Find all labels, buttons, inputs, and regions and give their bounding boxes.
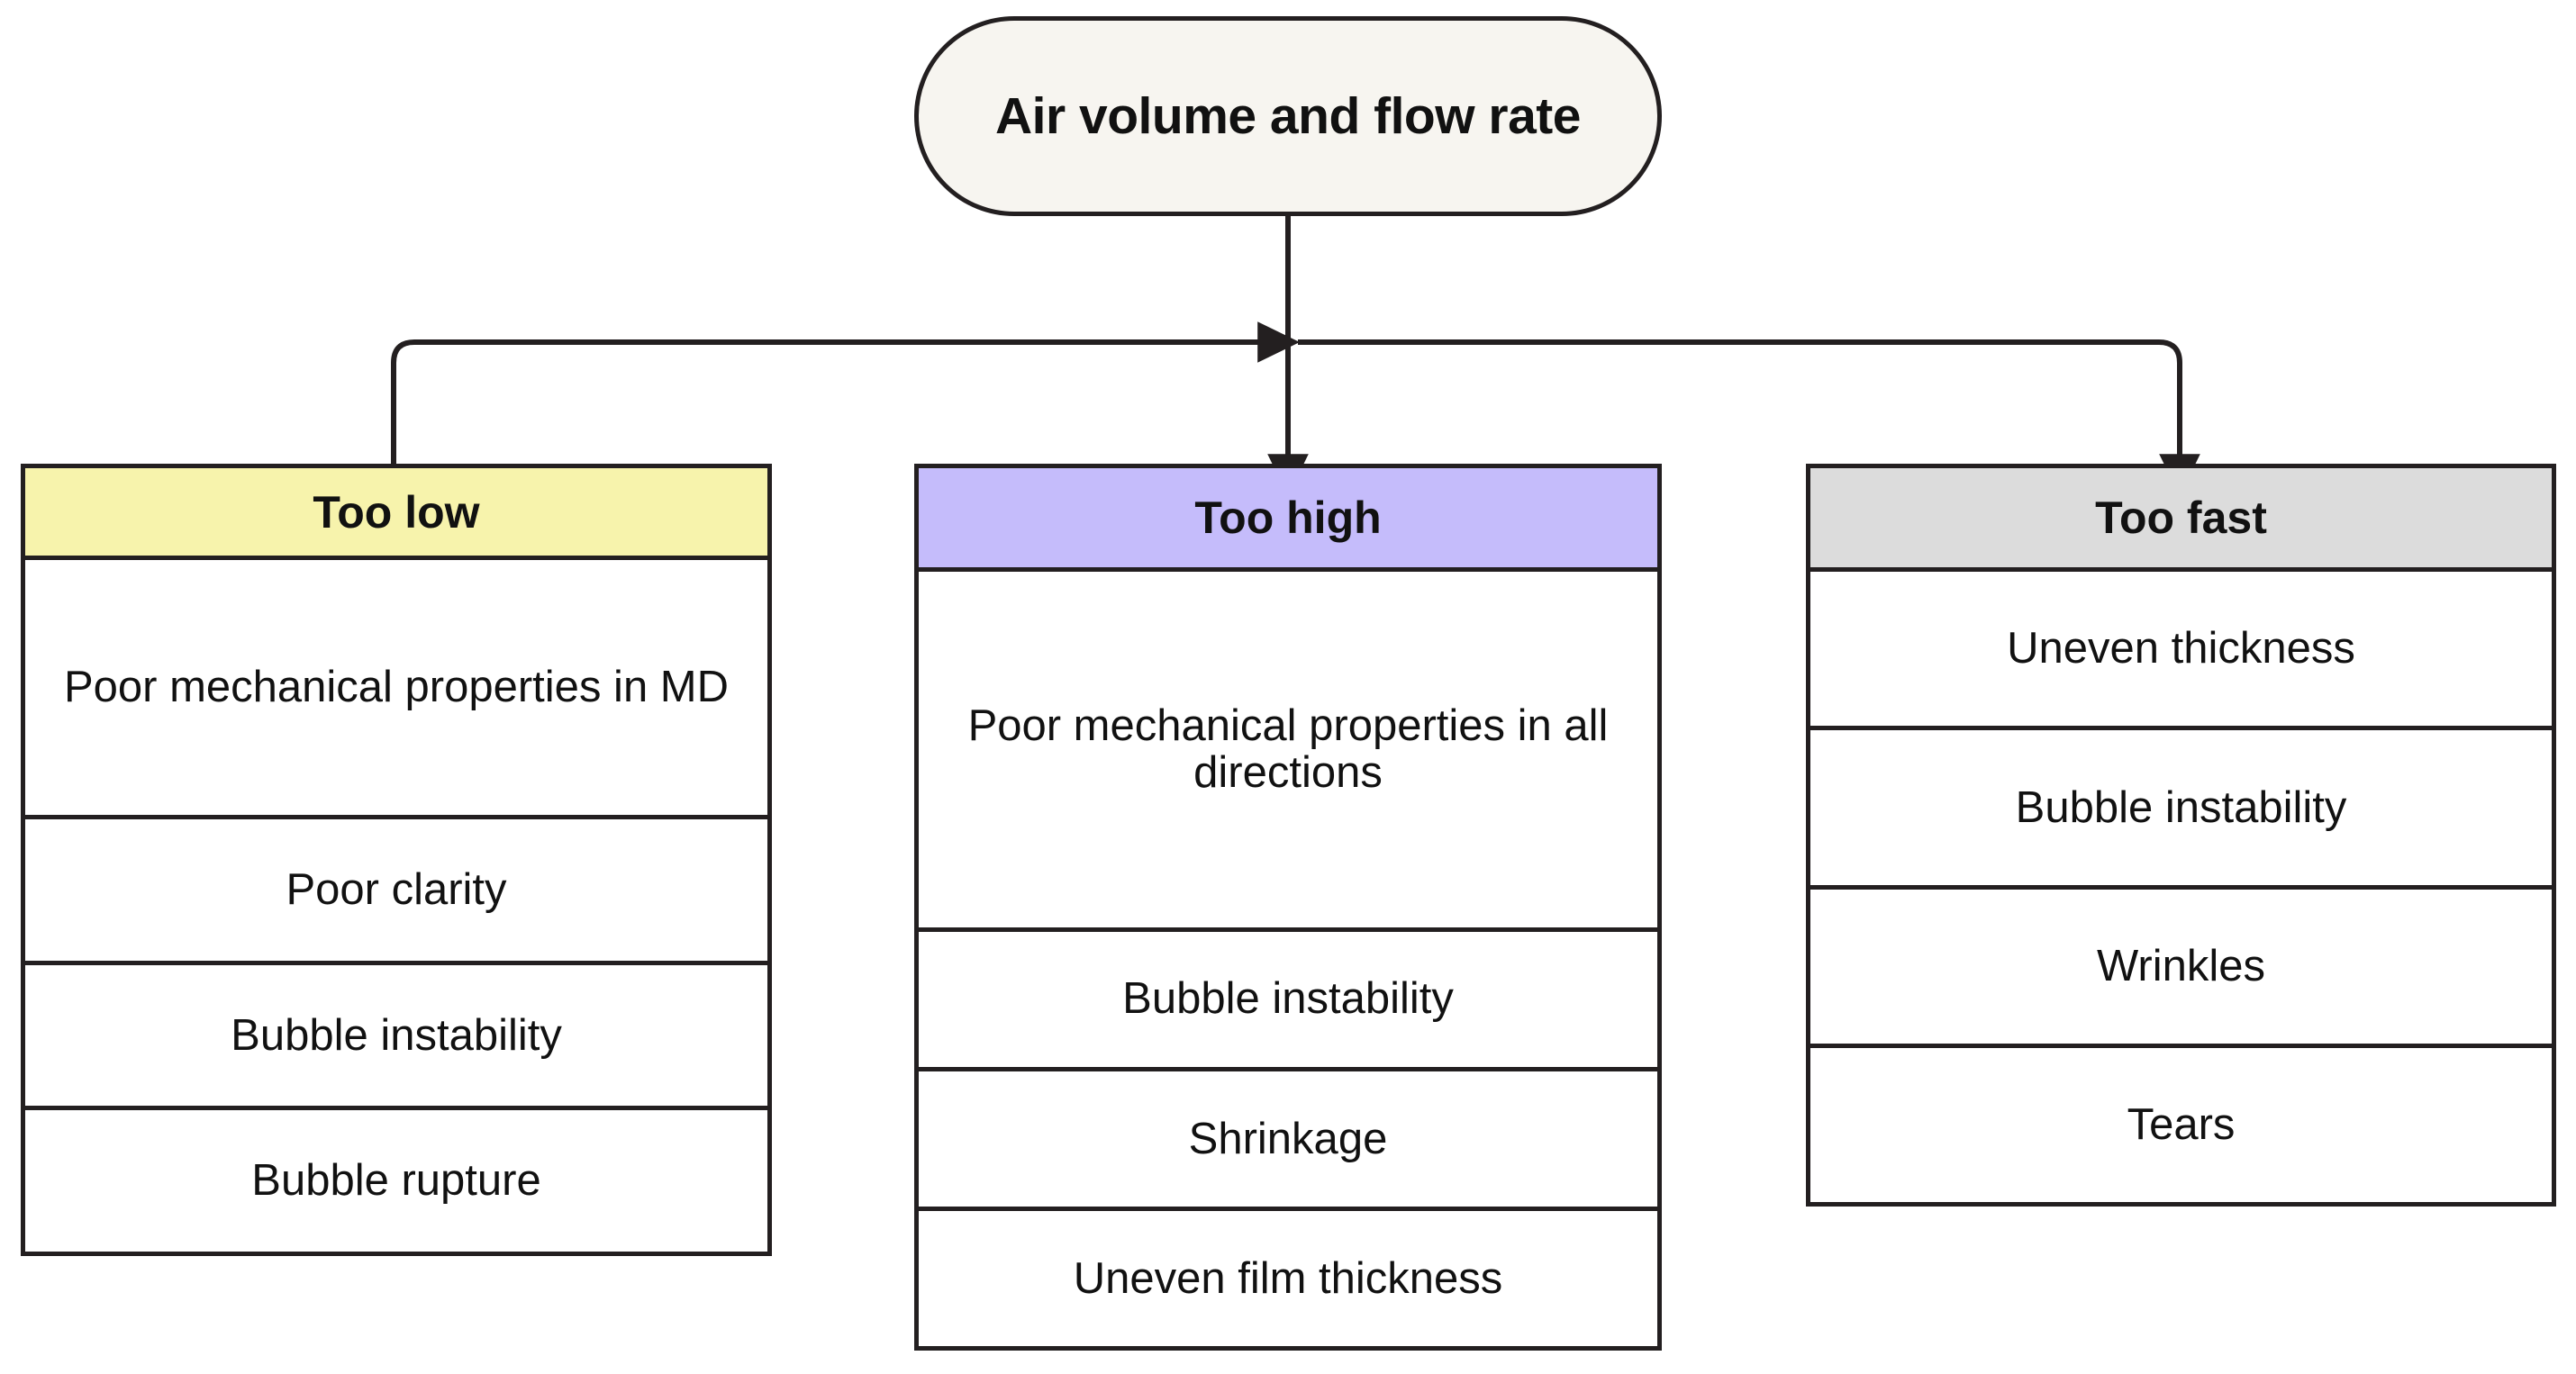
branch-header-too-fast: Too fast [1810, 468, 2552, 572]
list-item: Tears [1810, 1047, 2552, 1202]
branch-column-too-high[interactable]: Too high Poor mechanical properties in a… [914, 464, 1662, 1351]
list-item: Uneven thickness [1810, 572, 2552, 731]
branch-column-too-fast[interactable]: Too fast Uneven thickness Bubble instabi… [1806, 464, 2556, 1207]
branch-header-too-low: Too low [25, 468, 767, 560]
list-item: Bubble rupture [25, 1110, 767, 1252]
branch-header-too-high: Too high [919, 468, 1657, 572]
root-node-label: Air volume and flow rate [995, 87, 1581, 145]
root-node-air-volume-and-flow-rate[interactable]: Air volume and flow rate [914, 16, 1662, 216]
list-item: Wrinkles [1810, 889, 2552, 1048]
list-item: Bubble instability [1810, 730, 2552, 890]
list-item: Poor mechanical properties in MD [25, 560, 767, 820]
connector-to-too-fast [1298, 339, 2200, 497]
list-item: Poor mechanical properties in all direct… [919, 572, 1657, 932]
list-item: Bubble instability [25, 964, 767, 1111]
branch-column-too-low[interactable]: Too low Poor mechanical properties in MD… [21, 464, 772, 1256]
list-item: Uneven film thickness [919, 1210, 1657, 1347]
connector-to-too-low [391, 321, 1301, 475]
list-item: Poor clarity [25, 819, 767, 965]
branch-items-too-low: Poor mechanical properties in MD Poor cl… [25, 560, 767, 1252]
list-item: Bubble instability [919, 931, 1657, 1071]
list-item: Shrinkage [919, 1071, 1657, 1211]
branch-items-too-high: Poor mechanical properties in all direct… [919, 572, 1657, 1347]
branch-items-too-fast: Uneven thickness Bubble instability Wrin… [1810, 572, 2552, 1202]
